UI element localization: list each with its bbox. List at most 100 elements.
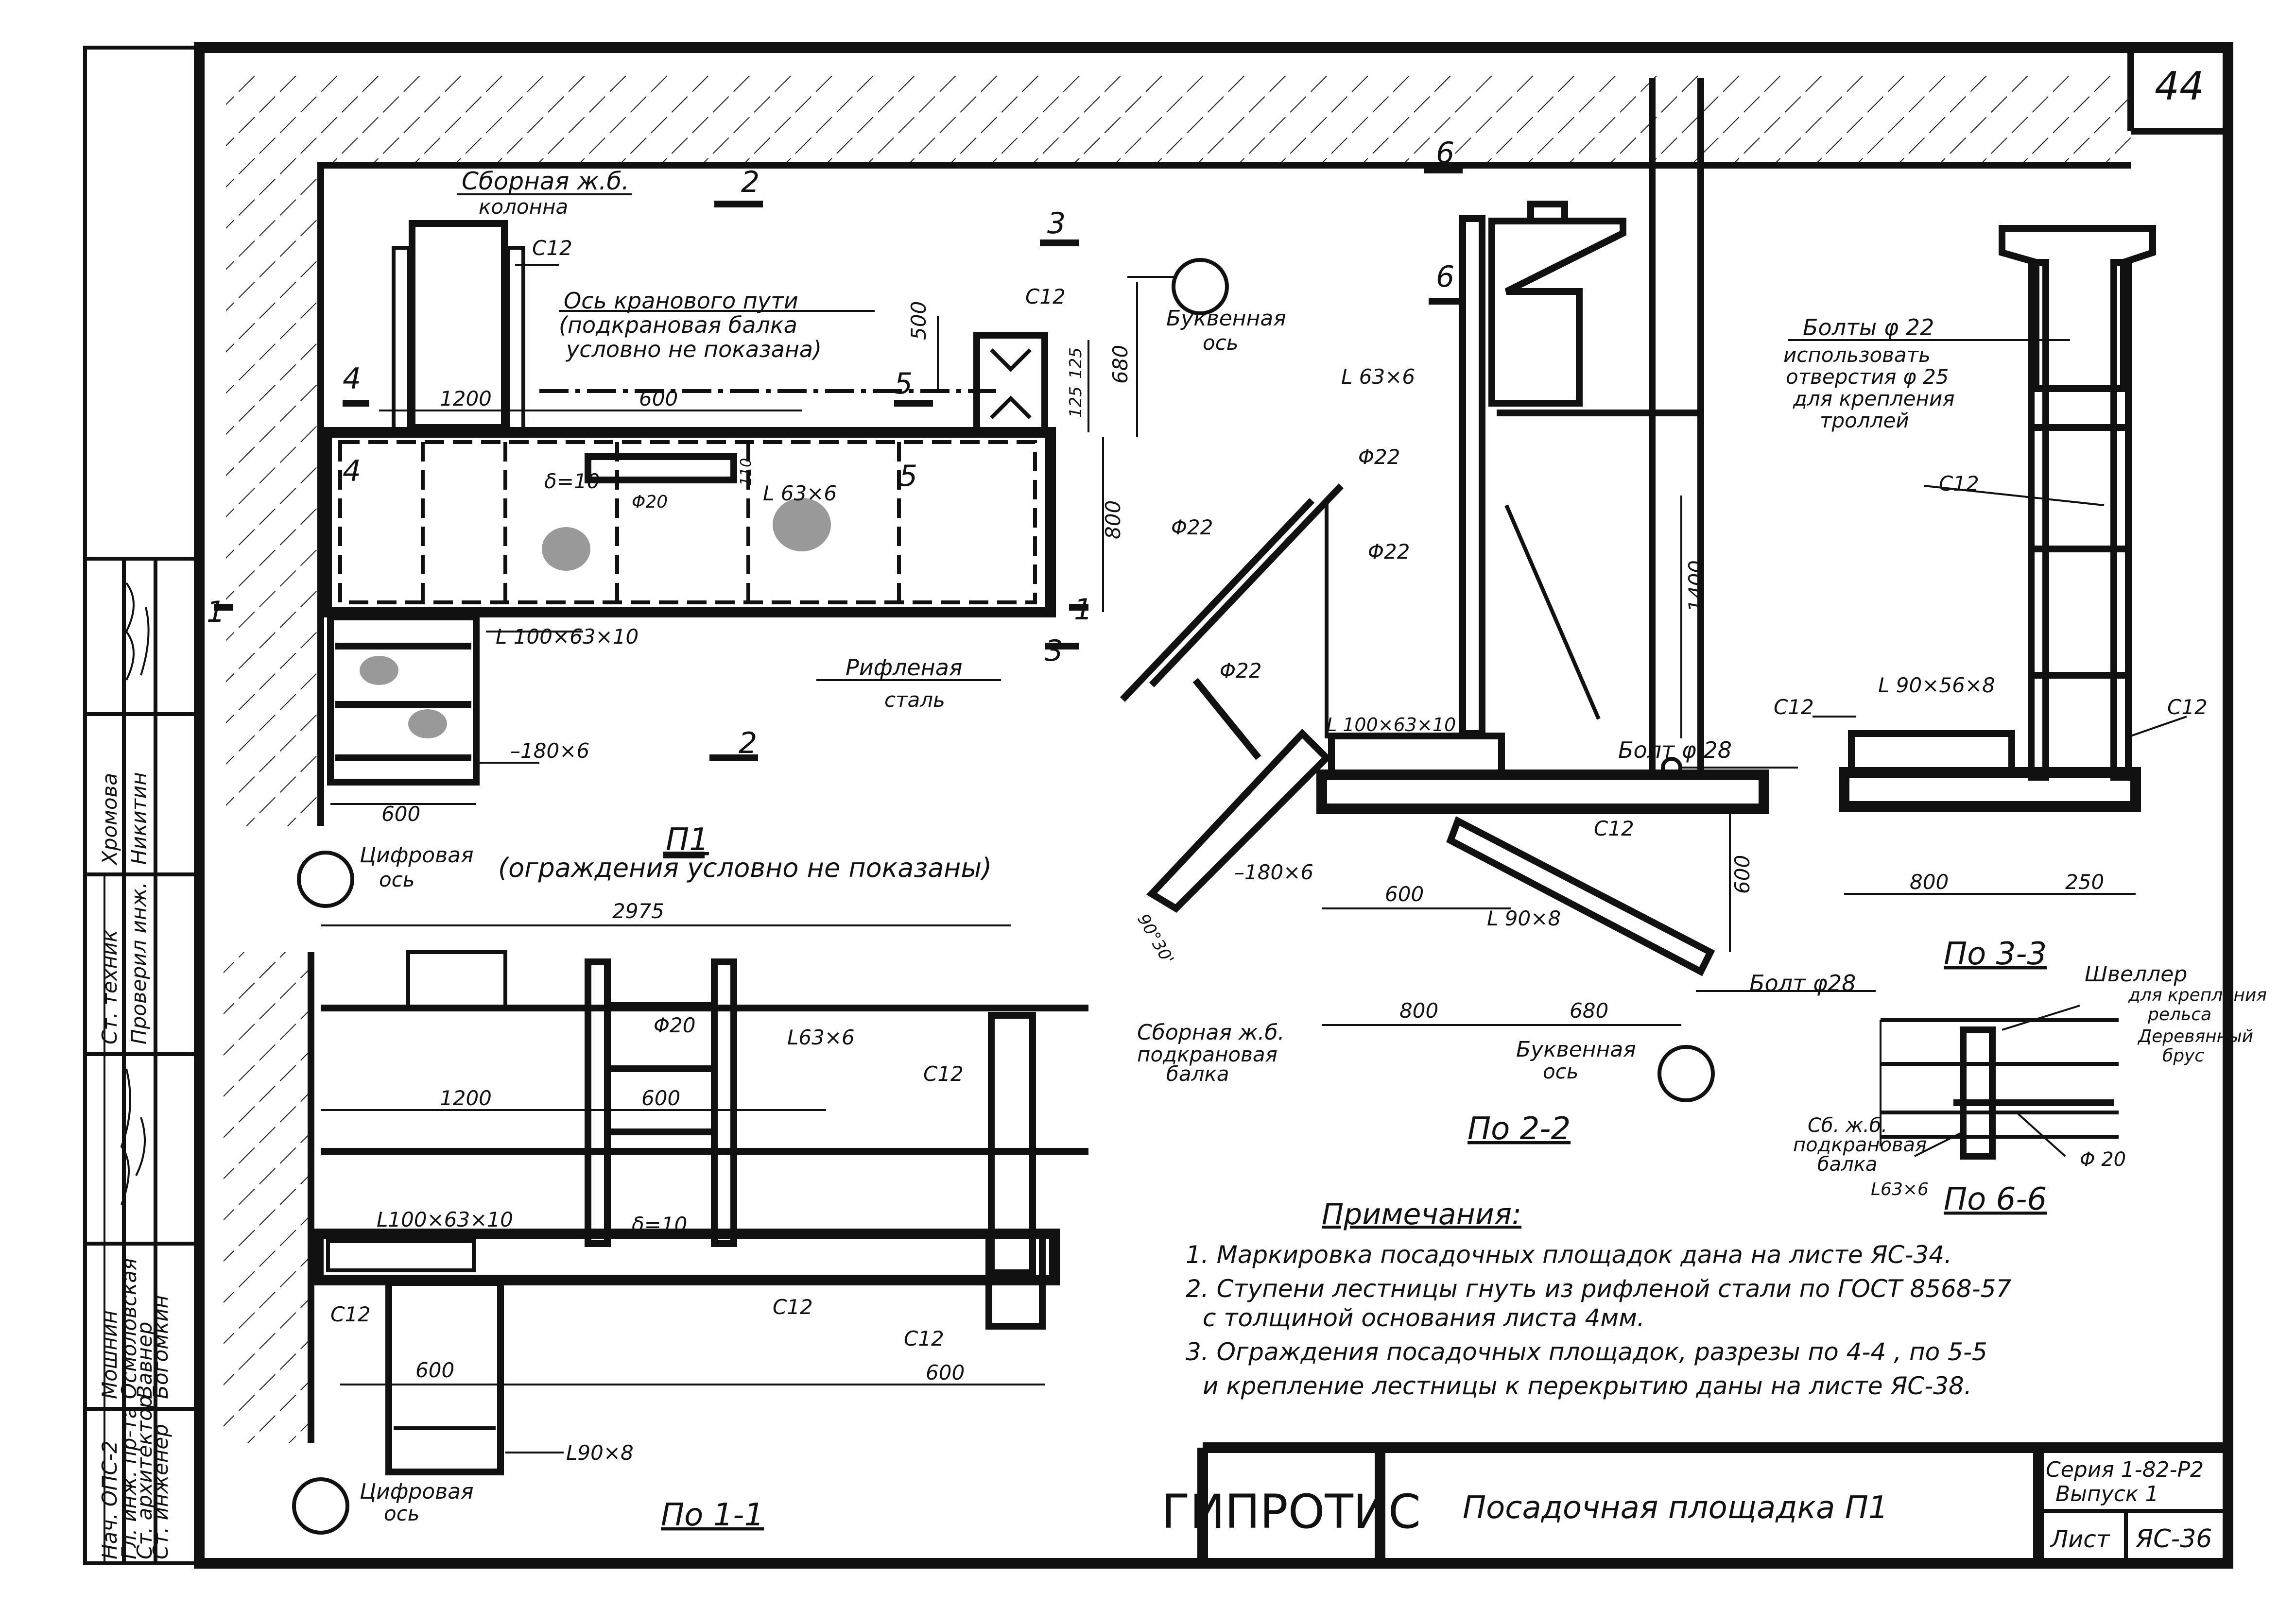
v33-channel-2: С12: [1774, 695, 1814, 719]
cut-3-top: 3: [1047, 206, 1066, 240]
cut-2-bottom: 2: [739, 726, 757, 760]
view-p1-plan: [214, 73, 2131, 908]
stamp-name-5: Хромова: [98, 773, 121, 866]
v66-beam-2: подкрановая: [1793, 1134, 1927, 1156]
floor-beam: [313, 1229, 1060, 1285]
v22-dia-1: Φ22: [1358, 445, 1400, 469]
v33-channel-3: С12: [2167, 695, 2208, 719]
side-stamp: [85, 559, 199, 1563]
p1-letter-axis-1: Буквенная: [1166, 306, 1286, 331]
v11-channel-4: С12: [904, 1327, 944, 1351]
v11-channel-3: С12: [773, 1295, 813, 1319]
v22-dia-2: Φ22: [1171, 515, 1213, 539]
stamp-role-5: Ст. техник: [98, 930, 121, 1044]
v11-beam-2: подкрановая: [1137, 1043, 1277, 1066]
v33-dim-250: 250: [2065, 870, 2104, 894]
note-1: 1. Маркировка посадочных площадок дана н…: [1186, 1241, 1952, 1269]
v22-dim-1400: 1400: [1684, 560, 1708, 612]
cut-2-top: 2: [741, 165, 760, 199]
p1-strip: –180×6: [510, 739, 589, 763]
v11-angle-63: L63×6: [787, 1026, 855, 1049]
v11-dim-1200: 1200: [440, 1086, 492, 1110]
p1-dim-600: 600: [639, 387, 678, 410]
v11-plate: δ=10: [632, 1213, 687, 1236]
v22-angle-deg: 90°30': [1133, 911, 1177, 968]
platform-rect: [321, 427, 1056, 617]
v11-channel-2: С12: [330, 1302, 371, 1326]
sheet-number: 44: [2155, 64, 2204, 109]
p1-dim-110: 110: [738, 458, 755, 486]
v11-angle-90: L90×8: [566, 1441, 634, 1465]
cut-1-right: 1: [1074, 593, 1092, 627]
v22-dia-3: Φ22: [1368, 540, 1410, 564]
note-2b: с толщиной основания листа 4мм.: [1203, 1304, 1645, 1332]
p1-dim-125b: 125: [1066, 386, 1086, 418]
notes-heading: Примечания:: [1322, 1197, 1521, 1231]
cut-5-bottom: 5: [899, 459, 917, 493]
v11-dia-20: Φ20: [654, 1013, 696, 1037]
org-name: ГИПРОТИС: [1161, 1485, 1420, 1539]
sheet-label: Лист: [2050, 1526, 2111, 1553]
p1-channel-2: С12: [1025, 285, 1066, 308]
note-3: 3. Ограждения посадочных площадок, разре…: [1186, 1338, 1987, 1366]
p1-column-label-1: Сборная ж.б.: [462, 167, 629, 195]
v66-shveller-1: Швеллер: [2085, 962, 2187, 987]
v11-beam-1: Сборная ж.б.: [1137, 1020, 1285, 1045]
v22-cut-6-top: 6: [1436, 136, 1454, 170]
p1-steel-2: сталь: [884, 688, 945, 712]
v22-dim-680: 680: [1570, 999, 1608, 1023]
drawing-title: Посадочная площадка П1: [1463, 1490, 1888, 1526]
p1-axis-label-1: Ось кранового пути: [564, 288, 798, 314]
p1-axis-label-3: условно не показана): [565, 336, 822, 362]
stamp-name-4: Богомкин: [149, 1295, 173, 1399]
v33-channel-1: С12: [1939, 472, 1979, 496]
stamp-role-3: Ст. архитектор: [133, 1395, 156, 1559]
v22-dim-800: 800: [1399, 999, 1438, 1023]
cut-3-bottom: 3: [1045, 634, 1063, 668]
sheet-frame: [83, 42, 2233, 1569]
v11-dim-2975: 2975: [612, 899, 664, 923]
v66-label: По 6-6: [1944, 1181, 2047, 1217]
v22-dim-600a: 600: [1385, 882, 1424, 906]
stamp-name-6: Никитин: [127, 772, 151, 865]
stamp-role-4: Ст. инженер: [149, 1424, 173, 1559]
v22-dia-4: Φ22: [1220, 659, 1262, 683]
p1-label: П1: [666, 822, 709, 858]
view-33-section: [1788, 225, 2187, 895]
p1-dim-125a: 125: [1066, 347, 1086, 379]
series-label: Серия 1-82-Р2: [2046, 1457, 2204, 1482]
stamp-role-1: Нач. ОПС-2: [98, 1440, 121, 1559]
issue-label: Выпуск 1: [2055, 1482, 2158, 1506]
v11-angle-100: L100×63×10: [377, 1208, 513, 1231]
v22-angle-100: L 100×63×10: [1327, 714, 1456, 735]
stamp-role-2: Гл. инж. пр-та: [117, 1406, 141, 1559]
v66-shveller-3: рельса: [2147, 1005, 2211, 1025]
p1-angle-100: L 100×63×10: [496, 625, 639, 649]
v33-bolts-3: отверстия φ 25: [1786, 365, 1949, 389]
v22-angle-90: L 90×8: [1487, 906, 1561, 930]
v33-label: По 3-3: [1944, 936, 2047, 972]
v66-shveller-2: для крепления: [2128, 985, 2267, 1005]
cut-1-left: 1: [207, 595, 225, 629]
p1-dim-500: 500: [907, 301, 931, 340]
title-block: [1197, 1442, 2228, 1563]
v66-wood-1: Деревянный: [2137, 1026, 2253, 1046]
p1-dim-680: 680: [1108, 345, 1132, 384]
v33-dim-800: 800: [1910, 870, 1949, 894]
sheet-code: ЯС-36: [2135, 1524, 2212, 1554]
v22-dim-600b: 600: [1730, 855, 1754, 894]
v22-letter-axis-1: Буквенная: [1516, 1037, 1636, 1062]
p1-letter-axis-2: ось: [1203, 331, 1239, 355]
v33-bolts-5: троллей: [1820, 409, 1909, 432]
p1-column-label-2: колонна: [479, 195, 568, 219]
stamp-name-3: Вавнер: [133, 1322, 156, 1399]
p1-dia-20: Φ20: [632, 492, 668, 512]
v33-bolts-2: использовать: [1783, 343, 1931, 367]
v66-angle-63: L63×6: [1871, 1180, 1929, 1199]
p1-dim-800: 800: [1101, 500, 1125, 539]
v11-label: По 1-1: [661, 1497, 764, 1533]
v66-beam-1: Сб. ж.б.: [1808, 1114, 1887, 1137]
v66-dia-20: Φ 20: [2080, 1148, 2126, 1171]
v22-bolt: Болт φ 28: [1618, 737, 1732, 763]
